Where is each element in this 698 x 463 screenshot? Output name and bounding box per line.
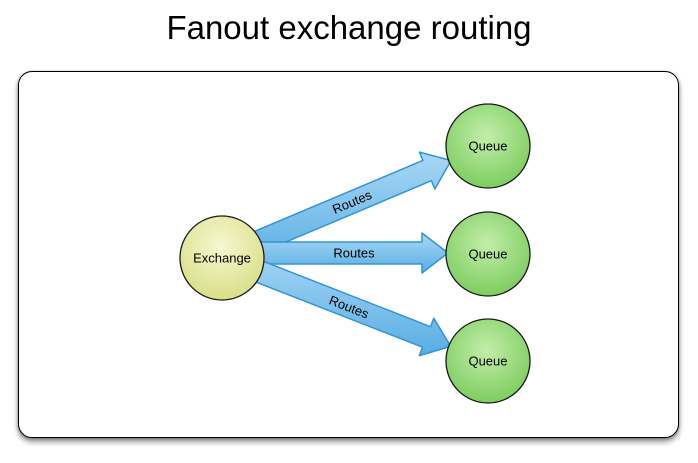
queue-node-middle [445,211,531,297]
exchange-node-label: Exchange [193,251,251,266]
queue-node-top [445,103,531,189]
queue-node-middle-label: Queue [468,247,507,262]
queue-node-bottom-label: Queue [468,354,507,369]
route-label-middle: Routes [333,246,375,261]
queue-node-bottom [445,318,531,404]
exchange-node [179,215,265,301]
page-title: Fanout exchange routing [166,9,532,46]
queue-node-top-label: Queue [468,139,507,154]
